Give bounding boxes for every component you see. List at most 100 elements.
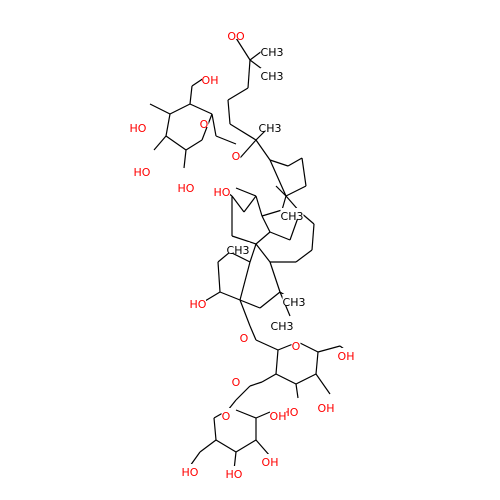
bond xyxy=(217,261,221,293)
bond xyxy=(261,373,277,383)
bond xyxy=(231,195,245,213)
bond xyxy=(275,373,297,385)
atom-label: O xyxy=(200,118,209,131)
atom-label: HO xyxy=(178,182,195,195)
atom-label-background xyxy=(130,120,146,131)
atom-label-background xyxy=(260,68,284,79)
atom-label-background xyxy=(226,242,250,253)
bond xyxy=(239,299,261,309)
bond xyxy=(189,451,201,467)
bond xyxy=(189,103,213,115)
bond xyxy=(213,417,217,441)
atom-label: HO xyxy=(214,186,231,199)
bond xyxy=(235,385,251,401)
atom-label-background xyxy=(178,180,194,191)
bond xyxy=(261,209,283,217)
atom-label-background xyxy=(262,454,278,465)
atom-label: OH xyxy=(262,456,279,469)
bond xyxy=(295,383,299,399)
atom-label: O xyxy=(232,376,241,389)
atom-label-background xyxy=(280,208,304,219)
atom-label-background xyxy=(134,164,150,175)
bond xyxy=(255,195,263,217)
atom-label: HO xyxy=(182,466,199,479)
atom-label: O xyxy=(232,150,241,163)
atom-label: CH3 xyxy=(261,46,284,59)
bond xyxy=(261,215,271,233)
atom-label-background xyxy=(231,148,241,159)
bond xyxy=(215,135,237,145)
bond xyxy=(183,149,187,169)
bond xyxy=(227,99,231,125)
atom-label: OH xyxy=(270,410,287,423)
atom-label-background xyxy=(226,466,242,477)
bond xyxy=(255,439,271,457)
atom-label: CH3 xyxy=(271,320,294,333)
bond xyxy=(239,299,251,327)
atom-label: OO xyxy=(227,30,245,43)
bond xyxy=(169,103,191,115)
bond xyxy=(149,103,171,115)
bond xyxy=(235,409,257,419)
atom-label-background xyxy=(202,72,218,83)
atom-label-background xyxy=(221,408,231,419)
atom-label-background xyxy=(228,28,244,39)
bond xyxy=(315,373,331,395)
bond-layer xyxy=(149,37,349,471)
bond xyxy=(297,341,319,353)
bond xyxy=(255,139,271,161)
atom-label: OH xyxy=(202,74,219,87)
atom-label: OH xyxy=(318,402,335,415)
atom-label-background xyxy=(231,374,241,385)
bond xyxy=(211,113,217,137)
bond xyxy=(255,339,279,351)
bond xyxy=(239,139,257,159)
bond xyxy=(243,195,257,213)
bond xyxy=(165,113,171,137)
bond xyxy=(235,439,257,453)
bond xyxy=(189,85,193,105)
bond xyxy=(215,439,237,453)
bond xyxy=(249,243,257,263)
bond xyxy=(227,87,249,101)
atom-label: HO xyxy=(226,468,243,481)
bond xyxy=(217,251,231,263)
bond xyxy=(311,223,315,251)
bond xyxy=(275,185,287,197)
bond xyxy=(235,187,257,197)
bond xyxy=(199,439,217,453)
bond xyxy=(269,261,281,293)
bond xyxy=(165,135,187,151)
bond xyxy=(287,157,303,167)
atom-label: OH xyxy=(338,350,355,363)
atom-label: CH3 xyxy=(259,122,282,135)
atom-label-background xyxy=(214,184,230,195)
atom-label-background xyxy=(258,120,282,131)
bond xyxy=(275,349,279,375)
atom-label-background xyxy=(270,318,294,329)
bond xyxy=(231,235,257,245)
atom-label-background xyxy=(282,404,298,415)
bond xyxy=(281,195,287,211)
bond xyxy=(235,37,251,61)
atom-label: HO xyxy=(134,166,151,179)
atom-label-background xyxy=(338,348,354,359)
atom-label-background xyxy=(239,330,249,341)
atom-label-background xyxy=(260,44,284,55)
bond xyxy=(185,139,203,151)
atom-label: CH3 xyxy=(261,70,284,83)
bond xyxy=(229,123,257,141)
atom-label: HO xyxy=(190,298,207,311)
bond xyxy=(249,325,257,341)
bond xyxy=(301,157,307,187)
atom-label: CH3 xyxy=(281,210,304,223)
atom-label-background xyxy=(318,400,334,411)
bond xyxy=(255,243,271,263)
bond xyxy=(247,59,251,89)
bond xyxy=(269,159,287,197)
bond xyxy=(317,345,341,353)
bond xyxy=(255,231,271,245)
bond xyxy=(219,291,241,301)
